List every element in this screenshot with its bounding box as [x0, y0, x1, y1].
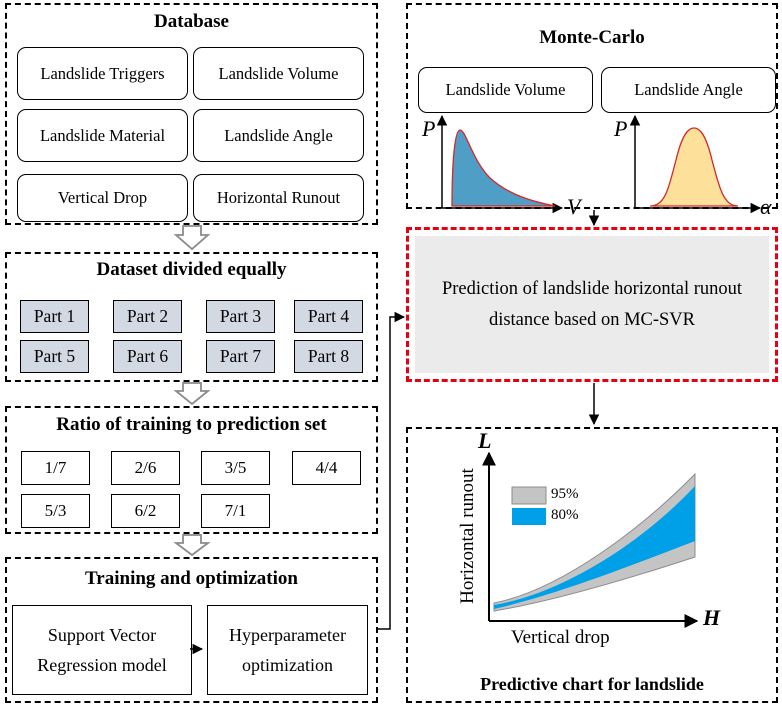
ratio-3-5: 3/5 — [201, 451, 270, 485]
angle-plot-x-label: α — [760, 194, 772, 219]
part-3-box: Part 3 — [206, 300, 275, 333]
mc-volume-box: Landslide Volume — [418, 67, 593, 113]
chart-xlabel: Vertical drop — [511, 627, 610, 648]
dataset-title: Dataset divided equally — [96, 259, 287, 280]
part-1-box: Part 1 — [20, 300, 89, 333]
predictive-chart-plot — [482, 451, 699, 628]
legend-swatch-80 — [512, 508, 546, 525]
ratio-4-4: 4/4 — [292, 451, 361, 485]
chart-x-axis-symbol: H — [703, 605, 721, 630]
landslide-volume-box: Landslide Volume — [193, 47, 364, 100]
database-panel: Database Landslide Triggers Landslide Vo… — [5, 3, 378, 225]
svr-line-1: Support Vector — [47, 625, 157, 645]
ratio-1-7: 1/7 — [21, 451, 90, 485]
svr-model-box: Support Vector Regression model — [12, 605, 192, 695]
legend-label-80: 80% — [551, 507, 579, 523]
flow-arrow-3 — [173, 534, 211, 557]
prediction-line-2: distance based on MC-SVR — [488, 309, 696, 330]
mc-angle-box: Landslide Angle — [601, 67, 776, 113]
ratio-5-3: 5/3 — [21, 494, 90, 528]
ratio-2-6: 2/6 — [111, 451, 180, 485]
flow-arrow-2 — [173, 382, 211, 406]
angle-plot-y-label: P — [614, 116, 628, 141]
training-panel: Training and optimization Support Vector… — [5, 557, 378, 703]
ratio-6-2: 6/2 — [111, 494, 180, 528]
flow-arrow-1 — [173, 225, 211, 251]
prediction-box: Prediction of landslide horizontal runou… — [406, 227, 778, 382]
part-2-box: Part 2 — [113, 300, 182, 333]
monte-carlo-panel: Monte-Carlo Landslide Volume Landslide A… — [406, 3, 778, 209]
training-title: Training and optimization — [85, 568, 298, 589]
hyper-line-2: optimization — [242, 655, 333, 675]
vertical-drop-box: Vertical Drop — [17, 174, 188, 222]
hyperparameter-box: Hyperparameter optimization — [207, 605, 368, 695]
part-5-box: Part 5 — [20, 340, 89, 373]
volume-pdf-area — [451, 129, 556, 207]
svr-line-2: Regression model — [37, 655, 167, 675]
part-4-box: Part 4 — [294, 300, 363, 333]
chart-y-axis-symbol: L — [478, 428, 492, 453]
ratio-7-1: 7/1 — [201, 494, 270, 528]
landslide-material-box: Landslide Material — [17, 109, 188, 162]
hyper-line-1: Hyperparameter — [229, 625, 346, 645]
landslide-angle-box: Landslide Angle — [193, 109, 364, 162]
chart-ylabel: Horizontal runout — [457, 468, 478, 604]
ratio-panel: Ratio of training to prediction set 1/7 … — [5, 406, 378, 534]
predictive-chart-title: Predictive chart for landslide — [480, 674, 704, 694]
angle-pdf-area — [649, 127, 739, 207]
part-8-box: Part 8 — [294, 340, 363, 373]
dataset-panel: Dataset divided equally Part 1 Part 2 Pa… — [5, 252, 378, 382]
training-to-prediction-connector — [378, 311, 406, 630]
legend-swatch-95 — [511, 486, 547, 505]
predictive-chart-panel: Predictive chart for landslide — [406, 427, 778, 703]
legend-label-95: 95% — [551, 486, 579, 502]
volume-plot-x-label: V — [567, 194, 581, 219]
part-7-box: Part 7 — [206, 340, 275, 373]
volume-distribution-plot — [436, 114, 564, 214]
monte-carlo-title: Monte-Carlo — [539, 27, 645, 48]
horizontal-runout-box: Horizontal Runout — [193, 174, 364, 222]
volume-plot-y-label: P — [422, 116, 436, 141]
ratio-title: Ratio of training to prediction set — [56, 414, 327, 435]
database-title: Database — [154, 11, 229, 32]
prediction-line-1: Prediction of landslide horizontal runou… — [441, 278, 743, 299]
part-6-box: Part 6 — [113, 340, 182, 373]
angle-distribution-plot — [629, 114, 762, 214]
band-80 — [494, 486, 695, 609]
landslide-triggers-box: Landslide Triggers — [17, 47, 188, 100]
